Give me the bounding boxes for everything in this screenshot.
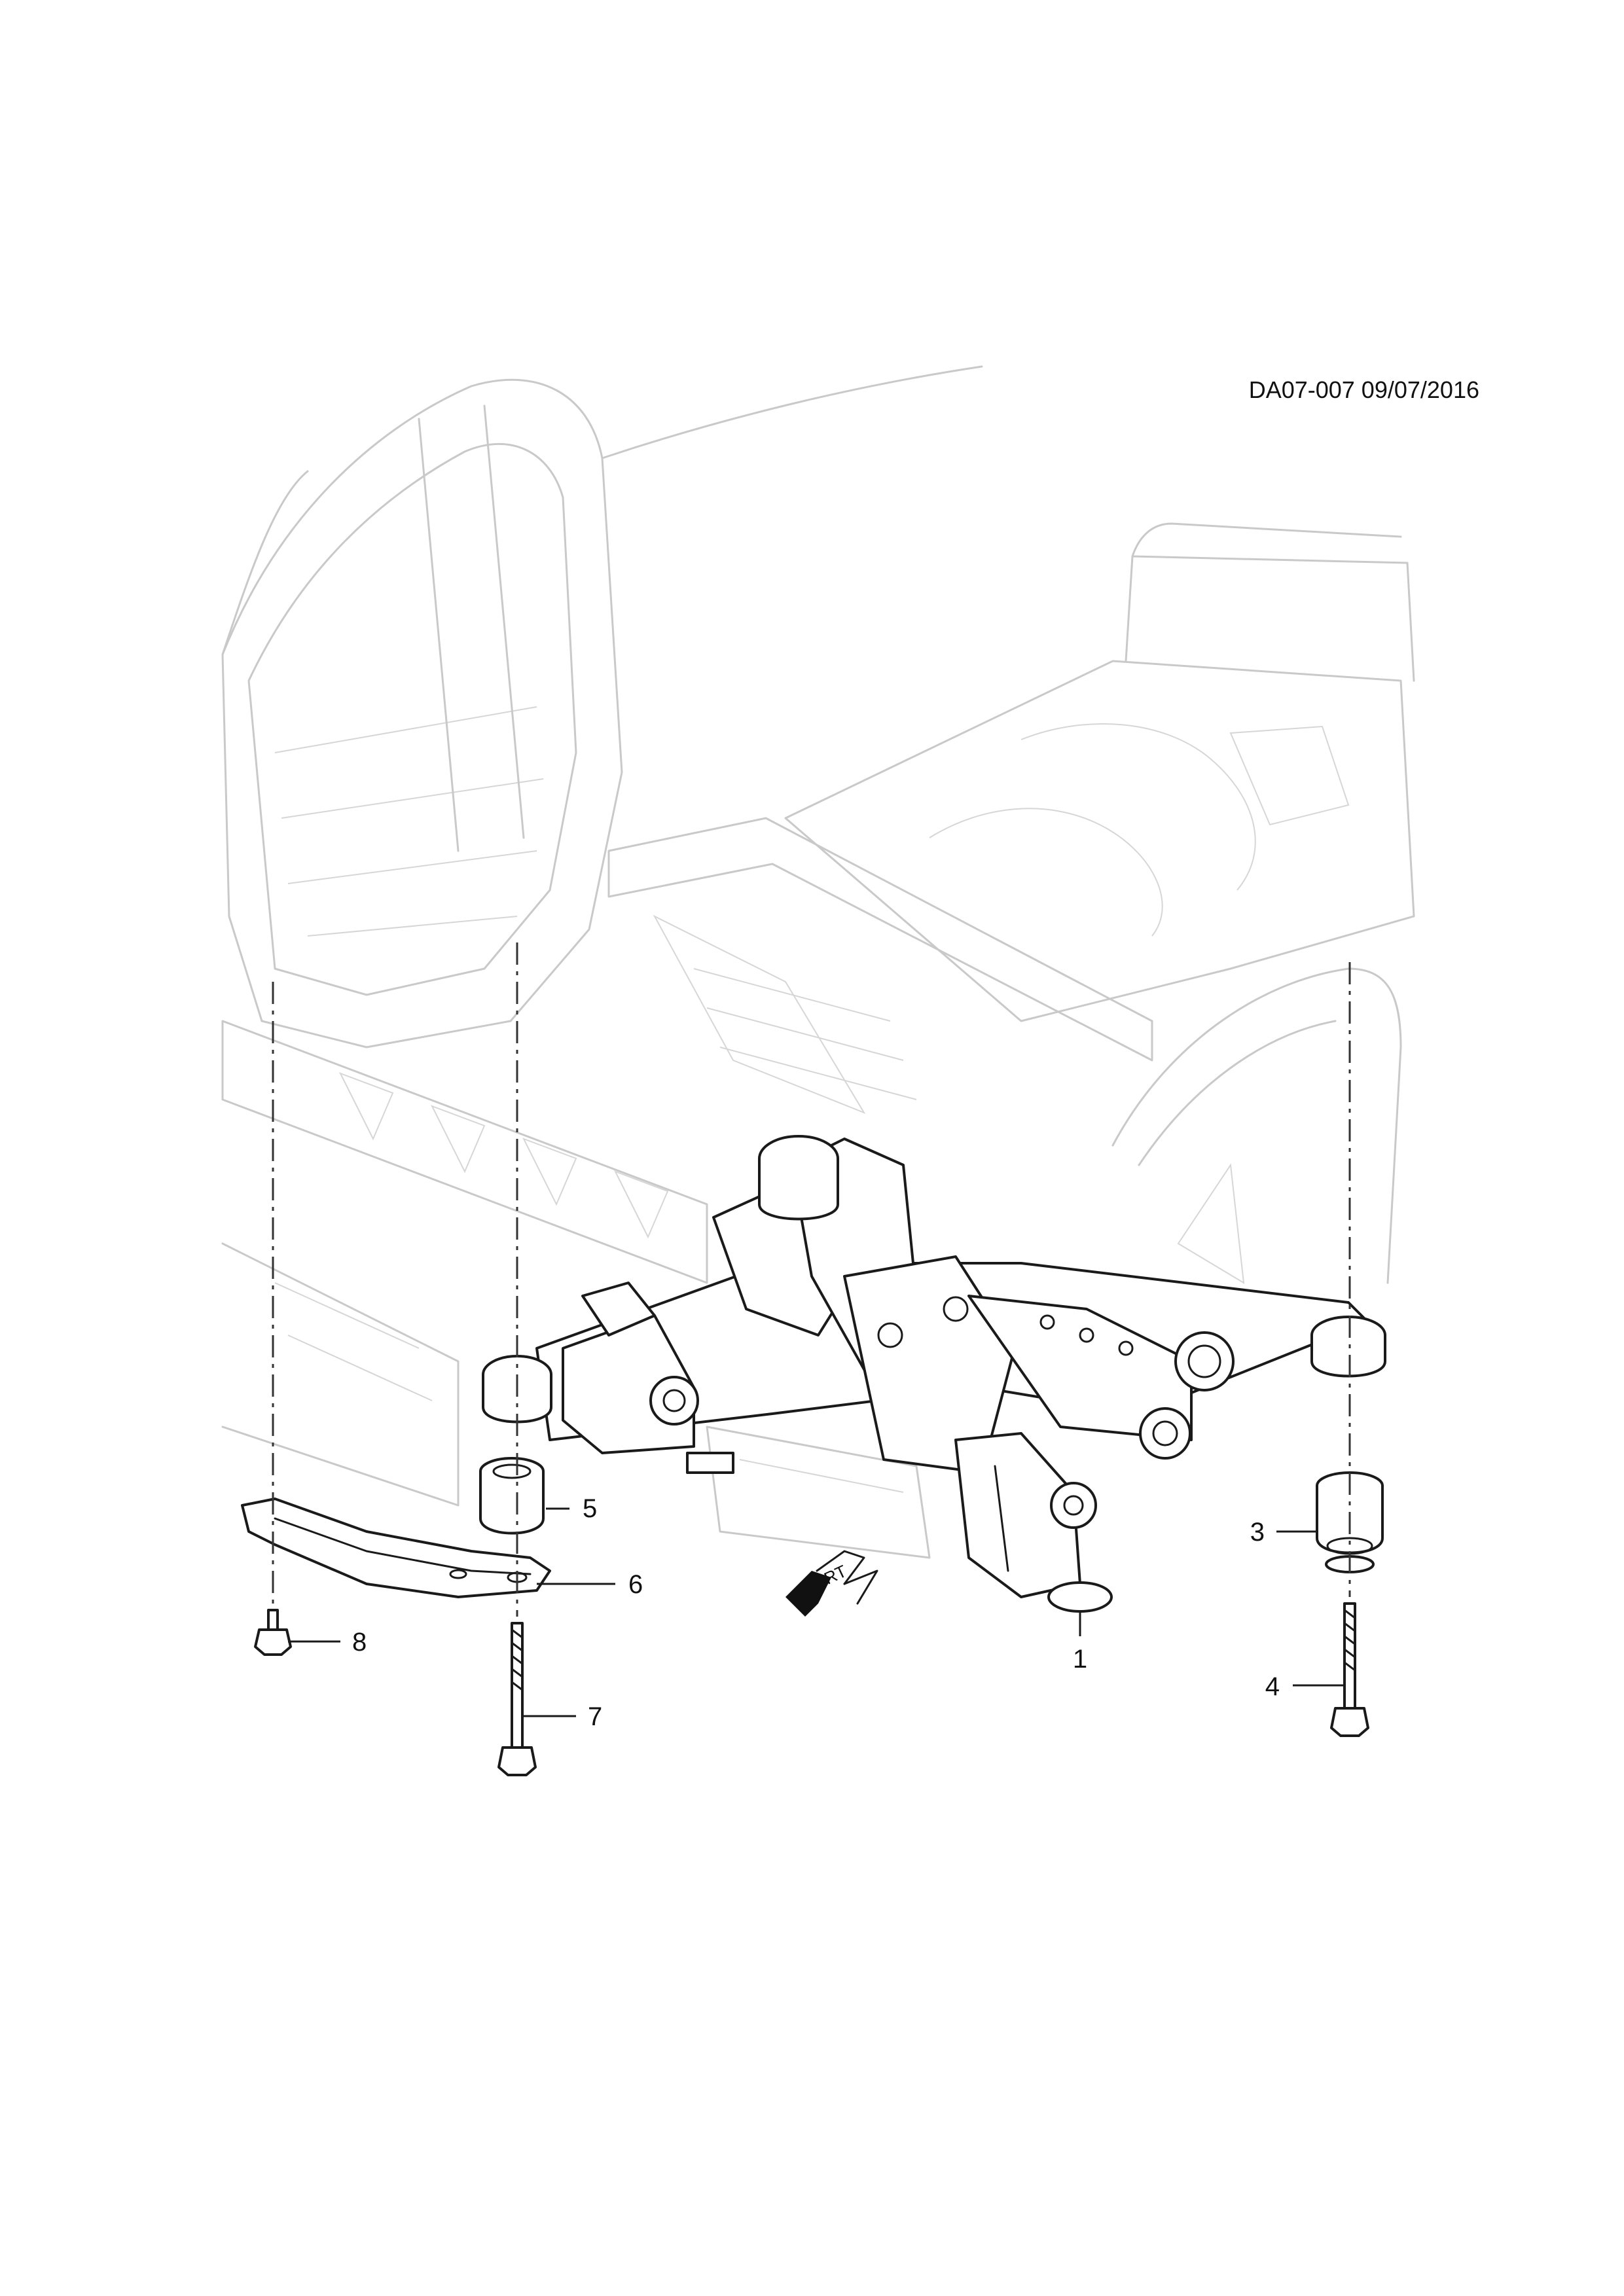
callout-4: 4 [1265, 1672, 1280, 1701]
callout-8: 8 [352, 1628, 367, 1657]
vehicle-body-ghost [221, 365, 1415, 1559]
left-bolt-part [497, 1622, 537, 1776]
front-direction-label: FRT [812, 1561, 850, 1592]
callout-3: 3 [1250, 1518, 1265, 1547]
brace-plate-part [241, 1498, 551, 1598]
callout-6: 6 [628, 1570, 643, 1599]
right-bolt-part [1330, 1602, 1369, 1737]
callout-7: 7 [588, 1702, 602, 1731]
leader-lines [288, 1507, 1344, 1717]
callout-1: 1 [1073, 1645, 1087, 1674]
callout-5: 5 [583, 1494, 597, 1523]
left-bushing-part [479, 1457, 545, 1535]
drawing-reference: DA07-007 09/07/2016 [1249, 376, 1479, 403]
short-bolt-part [254, 1609, 292, 1656]
front-direction-arrow-icon [785, 1550, 878, 1617]
alignment-lines [272, 942, 1351, 1617]
rear-subframe-part [482, 1135, 1386, 1613]
